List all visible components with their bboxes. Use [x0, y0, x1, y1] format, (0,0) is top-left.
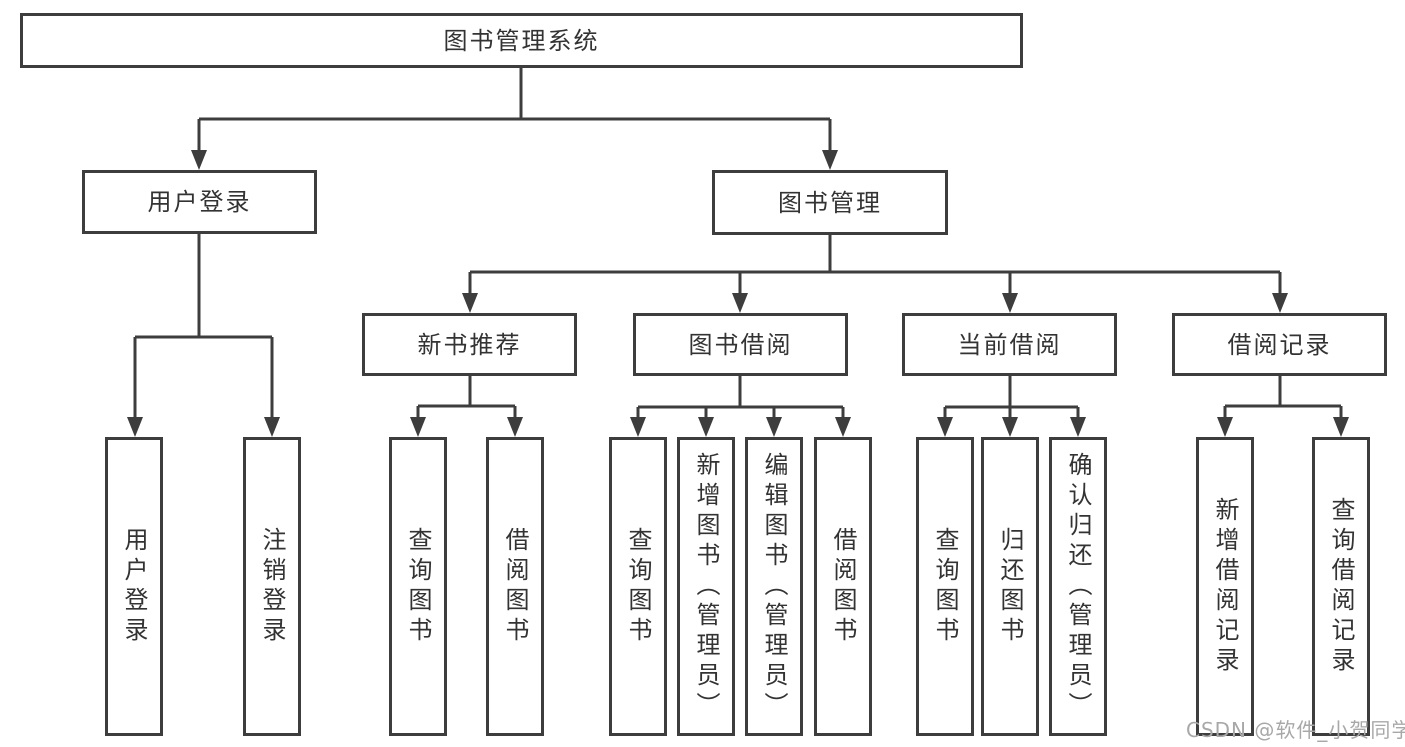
leaf-query-books-1: 查询图书	[389, 437, 447, 736]
leaf-label: 借阅图书	[829, 526, 857, 647]
leaf-edit-book-admin: 编辑图书（管理员）	[745, 437, 803, 736]
leaf-label: 借阅图书	[501, 526, 529, 647]
connector-current-to-leaves	[937, 375, 1086, 437]
connector-newrec-to-leaves	[410, 375, 523, 437]
leaf-label: 查询图书	[624, 526, 652, 647]
leaf-query-borrow-record: 查询借阅记录	[1312, 437, 1370, 736]
leaf-label: 新增借阅记录	[1211, 496, 1239, 677]
node-label: 图书管理系统	[443, 26, 600, 55]
leaf-label: 注销登录	[258, 526, 286, 647]
connector-records-to-leaves	[1217, 375, 1349, 437]
node-borrow-records: 借阅记录	[1172, 313, 1387, 376]
connector-root-to-level2	[191, 66, 838, 170]
leaf-label: 确认归还（管理员）	[1064, 451, 1092, 722]
node-label: 图书管理	[778, 188, 882, 217]
leaf-label: 编辑图书（管理员）	[760, 451, 788, 722]
leaf-label: 查询借阅记录	[1327, 496, 1355, 677]
leaf-borrow-books-2: 借阅图书	[814, 437, 872, 736]
node-library-system: 图书管理系统	[20, 13, 1023, 68]
leaf-logout: 注销登录	[243, 437, 301, 736]
leaf-label: 用户登录	[120, 526, 148, 647]
node-label: 用户登录	[147, 188, 252, 216]
leaf-label: 新增图书（管理员）	[692, 451, 720, 722]
connector-borrow-to-leaves	[630, 375, 851, 437]
node-book-borrow: 图书借阅	[633, 313, 848, 376]
leaf-label: 查询图书	[404, 526, 432, 647]
leaf-borrow-books-1: 借阅图书	[486, 437, 544, 736]
connector-bookmgmt-to-level3	[462, 235, 1288, 313]
leaf-confirm-return-admin: 确认归还（管理员）	[1049, 437, 1107, 736]
node-user-login: 用户登录	[82, 170, 317, 234]
leaf-label: 查询图书	[931, 526, 959, 647]
connector-userlogin-to-leaves	[127, 233, 280, 437]
node-book-management: 图书管理	[712, 170, 948, 235]
leaf-user-login: 用户登录	[105, 437, 163, 736]
node-label: 当前借阅	[957, 330, 1062, 359]
node-current-borrow: 当前借阅	[902, 313, 1117, 376]
node-label: 借阅记录	[1227, 330, 1332, 359]
leaf-add-borrow-record: 新增借阅记录	[1196, 437, 1254, 736]
csdn-watermark: CSDN @软件_小贺同学	[1186, 718, 1405, 742]
leaf-query-books-2: 查询图书	[609, 437, 667, 736]
leaf-query-books-3: 查询图书	[916, 437, 974, 736]
leaf-return-book: 归还图书	[981, 437, 1039, 736]
node-new-book-recommend: 新书推荐	[362, 313, 577, 376]
leaf-label: 归还图书	[996, 526, 1024, 647]
node-label: 图书借阅	[688, 330, 793, 359]
node-label: 新书推荐	[417, 330, 522, 359]
leaf-add-book-admin: 新增图书（管理员）	[677, 437, 735, 736]
